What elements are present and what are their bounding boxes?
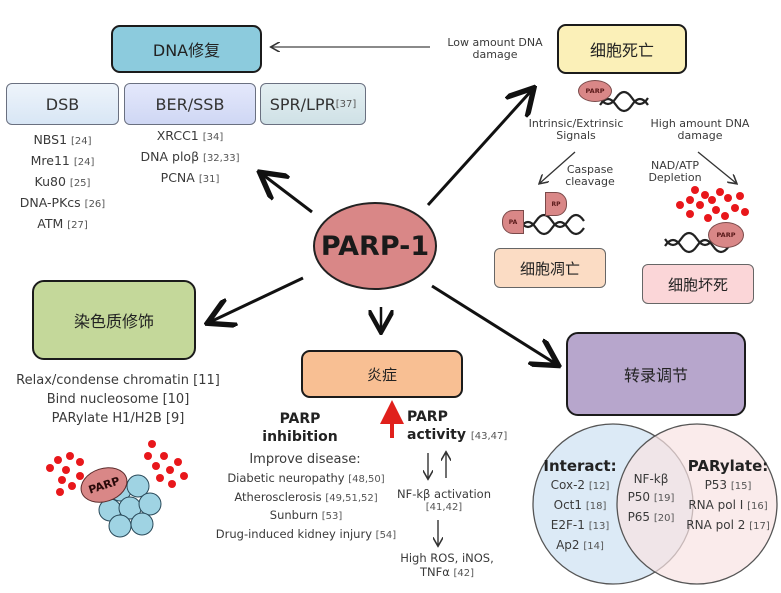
nucleosome-beads	[98, 474, 162, 538]
list-item: Atherosclerosis [49,51,52]	[234, 489, 378, 504]
shared-list: NF-kβ P50 [19] P65 [20]	[620, 470, 682, 528]
arrow-to-transcription	[431, 284, 556, 364]
interact-title: Interact:	[543, 457, 617, 475]
inflammation-box: 炎症	[301, 350, 463, 398]
transcription-box: 转录调节	[566, 332, 746, 416]
list-item: Relax/condense chromatin [11]	[16, 373, 220, 388]
spr-lpr-box: SPR/LPR[37]	[260, 83, 366, 125]
apoptosis-label: 细胞凋亡	[519, 259, 580, 278]
dsb-list: NBS1 [24] Mre11 [24] Ku80 [25] DNA-PKcs …	[6, 130, 119, 235]
list-item: NBS1 [24]	[33, 132, 92, 147]
interact-list: Interact: Cox-2 [12] Oct1 [18] E2F-1 [13…	[540, 456, 620, 556]
ber-ssb-label: BER/SSB	[155, 94, 225, 114]
arrow-caspase	[540, 151, 576, 183]
arrow-to-cell-death	[426, 90, 532, 207]
parp1-node: PARP-1	[313, 202, 437, 290]
parp-tag-top: PARP	[578, 80, 612, 102]
necrosis-label: 细胞坏死	[667, 275, 728, 294]
list-item: XRCC1 [34]	[156, 128, 224, 143]
signals-label: Intrinsic/Extrinsic Signals	[528, 117, 624, 142]
chromatin-list: Relax/condense chromatin [11] Bind nucle…	[0, 371, 236, 428]
dsb-box: DSB	[6, 83, 119, 125]
caspase-label: Caspase cleavage	[565, 163, 615, 188]
par-chains-necrosis	[676, 186, 749, 222]
parp-tag-necrosis: PARP	[708, 222, 744, 248]
cell-death-title: 细胞死亡	[589, 41, 654, 60]
spr-lpr-label: SPR/LPR	[269, 94, 336, 114]
list-item: Cox-2 [12]	[550, 478, 610, 492]
list-item: PARylate H1/H2B [9]	[51, 411, 185, 426]
par-chains-chromatin	[46, 440, 188, 496]
list-item: Ap2 [14]	[556, 538, 604, 552]
transcription-title: 转录调节	[623, 366, 688, 385]
arrow-to-chromatin	[210, 276, 304, 322]
list-item: Diabetic neuropathy [48,50]	[227, 471, 385, 485]
cell-death-box: 细胞死亡	[557, 24, 687, 74]
list-item: DNA-PKcs [26]	[19, 195, 106, 210]
chromatin-title: 染色质修饰	[73, 312, 154, 331]
apoptosis-box: 细胞凋亡	[494, 248, 606, 288]
spr-lpr-ref: [37]	[335, 98, 357, 110]
list-item: Oct1 [18]	[553, 498, 607, 512]
list-item: E2F-1 [13]	[550, 518, 610, 532]
parp-inhibition-title: PARP inhibition	[262, 411, 338, 445]
dna-helix-apoptosis	[519, 213, 585, 236]
dna-helix-top	[599, 90, 649, 113]
parp-activity-title: PARP activity [43,47]	[407, 409, 508, 443]
nad-label: NAD/ATP Depletion	[648, 159, 702, 184]
high-damage-label: High amount DNA damage	[650, 117, 750, 142]
ros-label: High ROS, iNOS, TNFα [42]	[400, 551, 494, 579]
list-item: Bind nucleosome [10]	[46, 392, 190, 407]
dsb-label: DSB	[45, 94, 80, 114]
improve-disease-label: Improve disease:	[249, 452, 361, 467]
list-item: NF-kβ	[633, 472, 669, 486]
arrow-nad	[697, 151, 736, 183]
necrosis-box: 细胞坏死	[642, 264, 754, 304]
nfkb-activation-label: NF-kβ activation [41,42]	[397, 487, 491, 513]
disease-list: Diabetic neuropathy [48,50] Atherosclero…	[196, 470, 416, 544]
arrow-to-dna-repair	[262, 174, 313, 214]
list-item: Ku80 [25]	[34, 174, 91, 189]
list-item: P50 [19]	[627, 490, 675, 504]
parylate-title: PARylate:	[687, 457, 769, 475]
parp-fragment-left: PA	[502, 210, 524, 234]
parylate-list: PARylate: P53 [15] RNA pol I [16] RNA po…	[678, 456, 778, 536]
dna-repair-title: DNA修复	[152, 41, 221, 60]
list-item: P65 [20]	[627, 510, 675, 524]
list-item: ATM [27]	[37, 216, 88, 231]
parp-fragment-right: RP	[545, 192, 567, 216]
low-damage-label: Low amount DNA damage	[447, 36, 543, 61]
ber-ssb-list: XRCC1 [34] DNA ploβ [32,33] PCNA [31]	[124, 126, 256, 189]
list-item: PCNA [31]	[160, 170, 220, 185]
list-item: RNA pol 2 [17]	[686, 518, 770, 532]
dna-repair-box: DNA修复	[111, 25, 262, 73]
chromatin-box: 染色质修饰	[32, 280, 196, 360]
list-item: Drug-induced kidney injury [54]	[215, 526, 397, 541]
list-item: Sunburn [53]	[269, 508, 343, 522]
list-item: RNA pol I [16]	[688, 498, 768, 512]
list-item: P53 [15]	[704, 478, 752, 492]
list-item: DNA ploβ [32,33]	[140, 149, 240, 164]
inflammation-title: 炎症	[366, 365, 397, 384]
list-item: Mre11 [24]	[30, 153, 95, 168]
ber-ssb-box: BER/SSB	[124, 83, 256, 125]
parp1-label: PARP-1	[320, 230, 430, 262]
